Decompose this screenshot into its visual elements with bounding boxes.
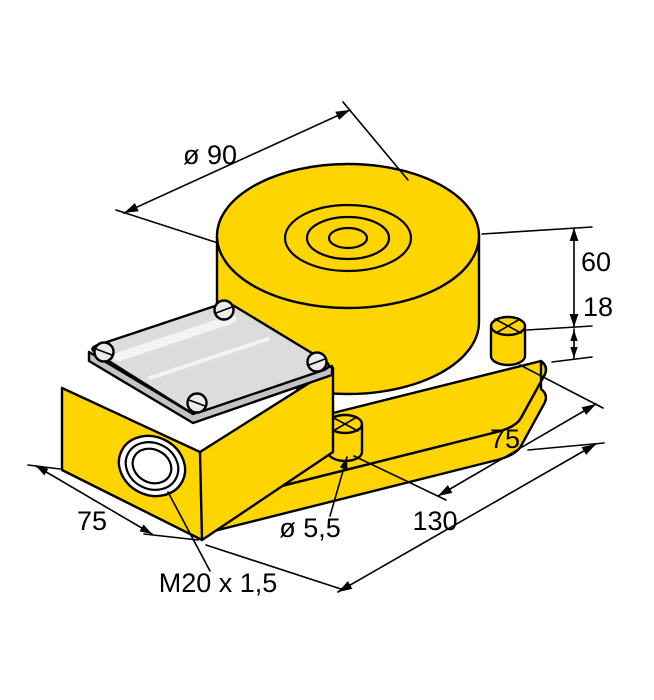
dimension-line bbox=[337, 443, 597, 593]
dimension-cable-gland: M20 x 1,5 bbox=[159, 491, 278, 598]
extension-line bbox=[205, 544, 345, 591]
arrowhead bbox=[338, 581, 353, 592]
arrowhead bbox=[36, 466, 49, 476]
lid-screw-right bbox=[306, 351, 328, 373]
active-face-ring-middle bbox=[305, 215, 391, 261]
cable-entry-hole bbox=[117, 434, 187, 498]
flange-front-face bbox=[208, 359, 548, 534]
dimension-base-length: 130 bbox=[205, 442, 605, 593]
extension-line bbox=[353, 455, 447, 501]
lid-shine bbox=[148, 337, 270, 380]
extension-line bbox=[115, 209, 219, 244]
dimension-label-body-height: 60 bbox=[581, 247, 611, 277]
sleeve-body bbox=[489, 324, 527, 367]
screw-slot bbox=[308, 358, 326, 366]
dimension-hole-spacing: 75 bbox=[353, 364, 604, 501]
terminal-box-lid bbox=[87, 299, 334, 425]
lid-screw-bottom bbox=[186, 392, 208, 414]
mounting-sleeve-right bbox=[489, 315, 527, 367]
arrowhead bbox=[124, 203, 139, 213]
active-face-ring-inner bbox=[327, 226, 369, 250]
dimension-label-box-width: 75 bbox=[77, 506, 107, 536]
arrowhead bbox=[570, 347, 578, 358]
dimension-line bbox=[437, 403, 597, 497]
extension-line bbox=[342, 101, 409, 181]
active-face-ring-outer bbox=[283, 203, 413, 273]
screw-slot bbox=[95, 348, 113, 356]
extension-line bbox=[527, 442, 605, 451]
arrowhead bbox=[335, 110, 350, 120]
arrowhead bbox=[570, 330, 578, 341]
cable-entry-thread-1 bbox=[124, 441, 180, 491]
arrowhead bbox=[438, 485, 453, 496]
dimension-label-top-diameter: ø 90 bbox=[183, 140, 237, 170]
extension-line bbox=[551, 356, 593, 363]
cable-entry-thread-2 bbox=[131, 447, 173, 485]
arrowhead bbox=[339, 457, 348, 470]
dimension-top-diameter: ø 90 bbox=[115, 101, 409, 244]
extension-line bbox=[526, 325, 593, 331]
screw-slot bbox=[188, 399, 206, 407]
hole-center-cross bbox=[494, 318, 522, 334]
screw-slot bbox=[215, 306, 233, 314]
arrowhead bbox=[581, 404, 596, 415]
cable-entry-outer bbox=[117, 434, 187, 498]
hole-center-cross bbox=[331, 416, 359, 432]
dimension-line bbox=[123, 109, 351, 214]
dimension-label-cable-gland: M20 x 1,5 bbox=[159, 568, 278, 598]
arrowhead bbox=[569, 228, 579, 241]
dimension-label-flange-thickness: 18 bbox=[583, 292, 613, 322]
dimension-mounting-hole: ø 5,5 bbox=[279, 456, 348, 543]
arrowhead bbox=[139, 524, 152, 534]
leader-line bbox=[167, 491, 211, 572]
dimension-label-base-length: 130 bbox=[412, 506, 457, 536]
arrowhead bbox=[581, 444, 596, 455]
extension-line bbox=[519, 364, 604, 409]
dimension-label-mounting-hole: ø 5,5 bbox=[279, 513, 341, 543]
dimension-heights: 60 18 bbox=[481, 226, 613, 363]
lid-screw-left bbox=[93, 341, 115, 363]
dimension-box-width: 75 bbox=[27, 464, 199, 541]
lid-screw-top bbox=[213, 299, 235, 321]
arrowhead bbox=[569, 314, 579, 327]
dimension-label-hole-spacing: 75 bbox=[490, 424, 520, 454]
terminal-box bbox=[60, 366, 335, 542]
terminal-box-corner-edge bbox=[198, 450, 204, 542]
lid-shine bbox=[113, 314, 237, 362]
extension-line bbox=[143, 533, 199, 541]
extension-line bbox=[27, 464, 61, 470]
cylinder-top-face bbox=[215, 162, 481, 310]
dimension-line bbox=[35, 465, 153, 535]
